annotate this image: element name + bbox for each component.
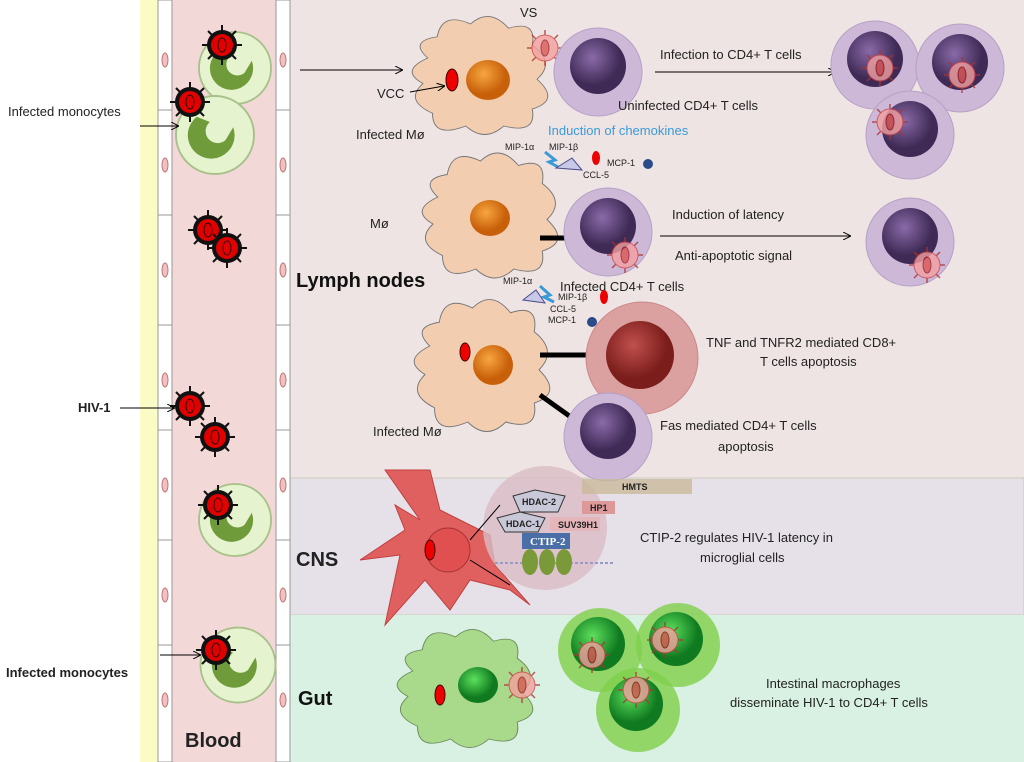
- virus-containing-compartment: [459, 342, 471, 362]
- label-fas-line2: apoptosis: [718, 439, 774, 454]
- mip1b-icon: [521, 289, 547, 304]
- zoom-line: [469, 559, 511, 586]
- virus-containing-compartment: [445, 68, 459, 92]
- infected-cd4-t-cell: [865, 90, 955, 180]
- mip1b-icon: [554, 157, 584, 171]
- macrophage-nucleus: [458, 667, 498, 703]
- hiv-virion: [861, 49, 899, 87]
- label-infected-monocytes-top: Infected monocytes: [8, 104, 121, 119]
- hiv-virion: [197, 484, 239, 526]
- hiv-virion: [646, 621, 684, 659]
- label-infected-monocytes-bottom: Infected monocytes: [6, 665, 128, 680]
- label-hdac1: HDAC-1: [506, 519, 540, 529]
- mcp1-icon: [643, 159, 653, 169]
- cns-title: CNS: [296, 549, 338, 571]
- hiv-virion: [169, 385, 211, 427]
- cd8-t-cell-nucleus: [606, 321, 674, 389]
- blood-title: Blood: [185, 730, 242, 752]
- label-ctip2: CTIP-2: [530, 536, 566, 548]
- label-macrophage: Mø: [370, 216, 389, 231]
- nucleosome: [539, 549, 555, 575]
- mip1a-icon: [538, 284, 555, 304]
- hiv-virion: [573, 636, 611, 674]
- chemokine-mcp1: MCP-1: [607, 158, 635, 168]
- macrophage-nucleus: [466, 60, 510, 100]
- chemokine-mcp1: MCP-1: [548, 315, 576, 325]
- hp1-box: [582, 501, 615, 514]
- label-infected-cd4: Infected CD4+ T cells: [560, 279, 685, 294]
- virus-compartment: [434, 684, 446, 706]
- label-induction-latency: Induction of latency: [672, 207, 785, 222]
- hdac1-shape: [496, 511, 546, 533]
- ccl5-icon: [592, 151, 600, 165]
- label-hp1: HP1: [590, 503, 608, 513]
- label-vcc: VCC: [377, 86, 404, 101]
- hiv-virion: [195, 629, 237, 671]
- macrophage-nucleus: [473, 345, 513, 385]
- chemokine-mip1a: MIP-1α: [505, 142, 534, 152]
- label-anti-apoptotic: Anti-apoptotic signal: [675, 248, 792, 263]
- label-infected-macrophage-1: Infected Mø: [356, 127, 425, 142]
- label-infected-macrophage-2: Infected Mø: [373, 424, 442, 439]
- chemokine-mip1b: MIP-1β: [549, 142, 578, 152]
- label-hiv1: HIV-1: [78, 400, 111, 415]
- hiv-virion: [871, 103, 909, 141]
- chemokine-ccl5: CCL-5: [550, 304, 576, 314]
- hiv-virion: [206, 227, 248, 269]
- label-hdac2: HDAC-2: [522, 497, 556, 507]
- latent-cd4-t-cell: [865, 197, 955, 287]
- hiv-virion: [169, 81, 211, 123]
- label-cns-desc-line1: CTIP-2 regulates HIV-1 latency in: [640, 530, 833, 545]
- cd4-t-cell: [563, 392, 653, 482]
- hiv-virion: [617, 671, 655, 709]
- chemokine-mip1b: MIP-1β: [558, 292, 587, 302]
- mcp1-icon: [587, 317, 597, 327]
- label-uninfected-cd4: Uninfected CD4+ T cells: [618, 98, 759, 113]
- hdac2-shape: [512, 489, 566, 513]
- label-tnf-line1: TNF and TNFR2 mediated CD8+: [706, 335, 896, 350]
- label-induction-chemokines: Induction of chemokines: [548, 123, 689, 138]
- label-infection-to-cd4: Infection to CD4+ T cells: [660, 47, 802, 62]
- label-vs: VS: [520, 5, 538, 20]
- mip1a-icon: [544, 150, 559, 169]
- hiv-virion: [943, 56, 981, 94]
- nucleosome: [556, 549, 572, 575]
- hmts-box: [582, 479, 692, 494]
- hiv-virion: [194, 416, 236, 458]
- label-hmts: HMTS: [622, 482, 648, 492]
- red-blood-cells: [161, 52, 287, 708]
- ccl5-icon: [600, 290, 608, 304]
- chemokine-mip1a: MIP-1α: [503, 276, 532, 286]
- hiv-virion: [908, 246, 946, 284]
- hiv-virion: [606, 236, 644, 274]
- label-gut-desc-line2: disseminate HIV-1 to CD4+ T cells: [730, 695, 928, 710]
- hiv-virion: [503, 666, 541, 704]
- vessel-outer-layer: [140, 0, 158, 762]
- label-tnf-line2: T cells apoptosis: [760, 354, 857, 369]
- hiv-virion: [201, 24, 243, 66]
- arrow: [409, 86, 444, 93]
- lymph-nodes-title: Lymph nodes: [296, 270, 425, 292]
- macrophage-nucleus: [470, 200, 510, 236]
- nucleosome: [522, 549, 538, 575]
- label-suv39h1: SUV39H1: [558, 520, 598, 530]
- ctip2-box: [522, 533, 570, 549]
- infected-cd4-t-cell: [563, 187, 653, 277]
- gut-title: Gut: [298, 688, 333, 710]
- label-fas-line1: Fas mediated CD4+ T cells: [660, 418, 817, 433]
- zoom-line: [469, 504, 501, 541]
- label-gut-desc-line1: Intestinal macrophages: [766, 676, 901, 691]
- chemokine-ccl5: CCL-5: [583, 170, 609, 180]
- label-cns-desc-line2: microglial cells: [700, 550, 785, 565]
- suv39h1-box: [550, 517, 600, 531]
- virus-compartment: [424, 539, 436, 561]
